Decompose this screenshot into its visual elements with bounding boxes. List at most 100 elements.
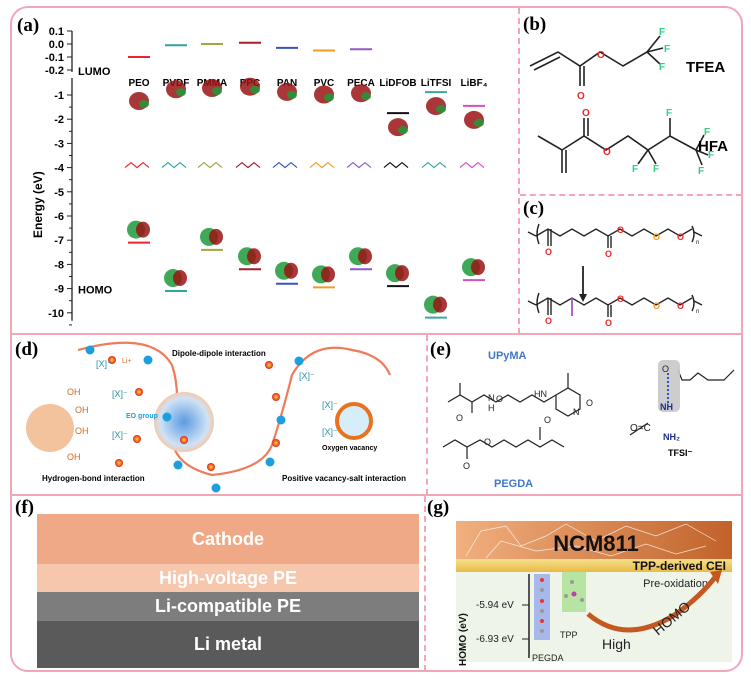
lumo-orbital	[361, 92, 371, 101]
svg-text:n: n	[696, 309, 699, 315]
panel-f-label: (f)	[15, 497, 34, 518]
svg-text:O: O	[605, 249, 612, 259]
lumo-orbital	[250, 85, 260, 94]
svg-text:F: F	[664, 44, 670, 55]
anion-label: [X]⁻	[112, 389, 128, 399]
y-tick-label: -5	[54, 187, 64, 199]
lumo-orbital	[398, 126, 408, 135]
svg-text:n: n	[696, 240, 699, 246]
svg-text:O: O	[653, 232, 660, 242]
y-tick-label: -10	[48, 308, 64, 320]
panel-g: (g) NCM811 TPP-derived CEI Pre-oxidation…	[426, 496, 742, 671]
y-tick-label: -0.1	[45, 52, 64, 64]
ncm811-label: NCM811	[553, 531, 639, 556]
svg-text:O: O	[544, 415, 551, 425]
hbond-title: Hydrogen-bond interaction	[42, 474, 145, 483]
dipole-title: Dipole-dipole interaction	[172, 349, 266, 358]
y-tick-label: -0.2	[45, 65, 64, 77]
interaction-diagram: Dipole-dipole interaction Hydrogen-bond …	[26, 341, 406, 493]
category-label: PVC	[314, 78, 335, 89]
svg-text:F: F	[698, 166, 704, 177]
upyma-label: UPyMA	[488, 350, 527, 362]
oh-label: OH	[75, 426, 89, 436]
anion-label: [X]⁻	[96, 359, 112, 369]
divider-row1	[12, 333, 741, 335]
panel-b-label: (b)	[523, 14, 547, 35]
homo-orbital	[284, 262, 298, 279]
panel-e-label: (e)	[430, 339, 452, 360]
svg-text:O: O	[597, 50, 605, 61]
molecular-structure	[459, 161, 485, 169]
svg-text:O: O	[617, 225, 624, 235]
y-tick-label: 0.0	[49, 39, 64, 51]
svg-text:F: F	[659, 27, 665, 38]
svg-text:HN: HN	[534, 389, 547, 399]
molecule-structures-b: O O F F F O O F F F F F F TFEA HFA	[529, 27, 728, 177]
svg-text:N: N	[488, 393, 495, 403]
oh-label: OH	[67, 452, 81, 462]
divider-row2	[12, 494, 741, 496]
svg-text:O: O	[463, 461, 470, 471]
svg-text:H: H	[488, 403, 495, 413]
homo-axis-label: HOMO (eV)	[458, 613, 469, 666]
anion-label: [X]⁻	[112, 430, 128, 440]
svg-text:O: O	[484, 437, 491, 447]
lumo-orbital	[474, 118, 484, 127]
molecular-structure	[124, 161, 150, 169]
li-label: Li+	[122, 358, 132, 365]
y-axis-label: Energy (eV)	[31, 171, 45, 238]
molecular-structure	[161, 161, 187, 169]
divider-fg	[424, 496, 426, 671]
homo-annotation: HOMO	[78, 285, 113, 297]
molecular-structure	[383, 161, 409, 169]
nh2-label: NH₂	[663, 432, 680, 442]
homo-orbital	[209, 228, 223, 245]
y-tick-label: -7	[54, 235, 64, 247]
y-tick-label: -9	[54, 284, 64, 296]
pegda-g-label: PEGDA	[532, 653, 564, 663]
lumo-orbital	[139, 100, 149, 108]
tfsi-label: TFSI⁻	[668, 448, 692, 458]
molecular-structure	[197, 161, 223, 169]
svg-text:O: O	[582, 108, 590, 119]
svg-text:F: F	[632, 164, 638, 175]
y-tick-label: -1	[54, 90, 64, 102]
panel-c-label: (c)	[523, 198, 545, 219]
level-594: -5.94 eV	[476, 600, 514, 611]
layer-label: Li-compatible PE	[154, 596, 302, 616]
cei-label: TPP-derived CEI	[633, 559, 726, 573]
divider-bc	[520, 194, 742, 196]
svg-text:O: O	[577, 91, 585, 102]
nh-label: NH	[660, 402, 673, 412]
lumo-orbital	[212, 87, 222, 95]
divider-de	[426, 335, 428, 495]
battery-stack: Cathode High-voltage PE Li-compatible PE…	[37, 514, 419, 669]
svg-text:O: O	[545, 247, 552, 257]
cei-diagram: NCM811 TPP-derived CEI Pre-oxidation HOM…	[456, 521, 732, 666]
energy-level-chart: 0.10.0-0.1-0.2-1-2-3-4-5-6-7-8-9-10Energ…	[31, 26, 488, 326]
svg-text:O: O	[605, 318, 612, 328]
category-label: PEO	[128, 78, 149, 89]
svg-text:F: F	[666, 108, 672, 119]
homo-orbital	[173, 270, 187, 287]
panel-a-label: (a)	[17, 15, 40, 36]
category-label: LiBF₄	[461, 78, 488, 89]
oh-label: OH	[67, 387, 81, 397]
svg-text:O: O	[617, 294, 624, 304]
divider-ab	[518, 8, 520, 334]
panel-d-label: (d)	[15, 339, 39, 360]
preoxidation-label: Pre-oxidation	[643, 578, 708, 590]
panel-b: (b) O O F F F O O F F F F F F	[520, 8, 742, 194]
layer-high-voltage-pe: High-voltage PE	[37, 564, 419, 592]
category-label: PECA	[347, 78, 375, 89]
tpp-label: TPP	[560, 630, 578, 640]
level-693: -6.93 eV	[476, 634, 514, 645]
layer-cathode: Cathode	[37, 514, 419, 564]
svg-text:O: O	[662, 364, 669, 374]
svg-text:O: O	[653, 301, 660, 311]
svg-text:O=C: O=C	[630, 423, 651, 434]
y-tick-label: -8	[54, 259, 64, 271]
svg-text:O: O	[586, 398, 593, 408]
